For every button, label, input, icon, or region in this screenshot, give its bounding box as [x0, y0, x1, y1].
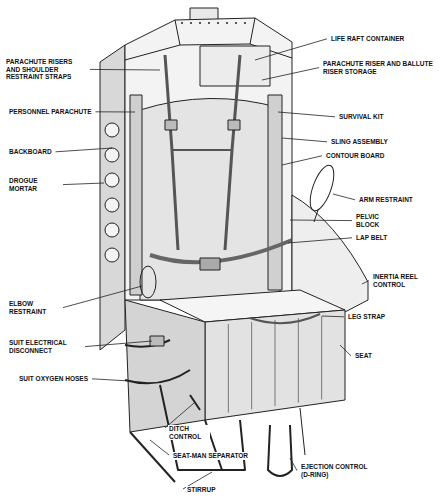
- part-label: INERTIA REEL CONTROL: [372, 273, 429, 288]
- part-label: DITCH CONTROL: [168, 425, 210, 440]
- leader-line: [333, 194, 355, 200]
- leader-line: [63, 286, 142, 308]
- leader-line: [278, 112, 335, 117]
- part-label: LAP BELT: [355, 234, 388, 242]
- part-label: EJECTION CONTROL (D-RING): [300, 463, 377, 478]
- part-label: LIFE RAFT CONTAINER: [330, 35, 405, 43]
- part-label: SEAT: [354, 352, 373, 360]
- part-label: ARM RESTRAINT: [358, 196, 414, 204]
- part-label: BACKBOARD: [8, 148, 53, 156]
- leader-line: [255, 39, 327, 60]
- part-label: CONTOUR BOARD: [325, 152, 385, 160]
- part-label: PARACHUTE RISER AND BALLUTE RISER STORAG…: [322, 60, 436, 75]
- part-label: SUIT ELECTRICAL DISCONNECT: [8, 339, 82, 354]
- leader-line: [92, 379, 130, 381]
- leader-line: [282, 156, 322, 165]
- leader-line: [290, 458, 297, 471]
- part-label: SURVIVAL KIT: [338, 113, 384, 121]
- leader-line: [262, 68, 319, 80]
- part-label: SUIT OXYGEN HOSES: [18, 375, 89, 383]
- leader-line: [90, 69, 160, 71]
- leader-line: [95, 111, 135, 112]
- leader-line: [340, 345, 351, 356]
- leader-line: [288, 238, 352, 243]
- leader-line: [150, 440, 169, 455]
- leader-line: [63, 183, 104, 185]
- part-label: DROGUE MORTAR: [8, 177, 60, 192]
- part-label: SLING ASSEMBLY: [330, 138, 389, 146]
- part-label: SEAT-MAN SEPARATOR: [172, 452, 249, 460]
- part-label: LEG STRAP: [347, 313, 386, 321]
- part-label: ELBOW RESTRAINT: [8, 300, 60, 315]
- leader-line: [56, 148, 112, 152]
- leader-line: [290, 220, 352, 222]
- leader-line: [322, 316, 344, 318]
- leader-line: [362, 281, 369, 284]
- part-label: PARACHUTE RISERS AND SHOULDER RESTRAINT …: [5, 58, 87, 81]
- leader-line: [282, 138, 327, 142]
- part-label: PERSONNEL PARACHUTE: [8, 108, 92, 116]
- leader-line: [85, 341, 152, 347]
- part-label: STIRRUP: [186, 486, 217, 494]
- part-label: PELVIC BLOCK: [355, 213, 397, 228]
